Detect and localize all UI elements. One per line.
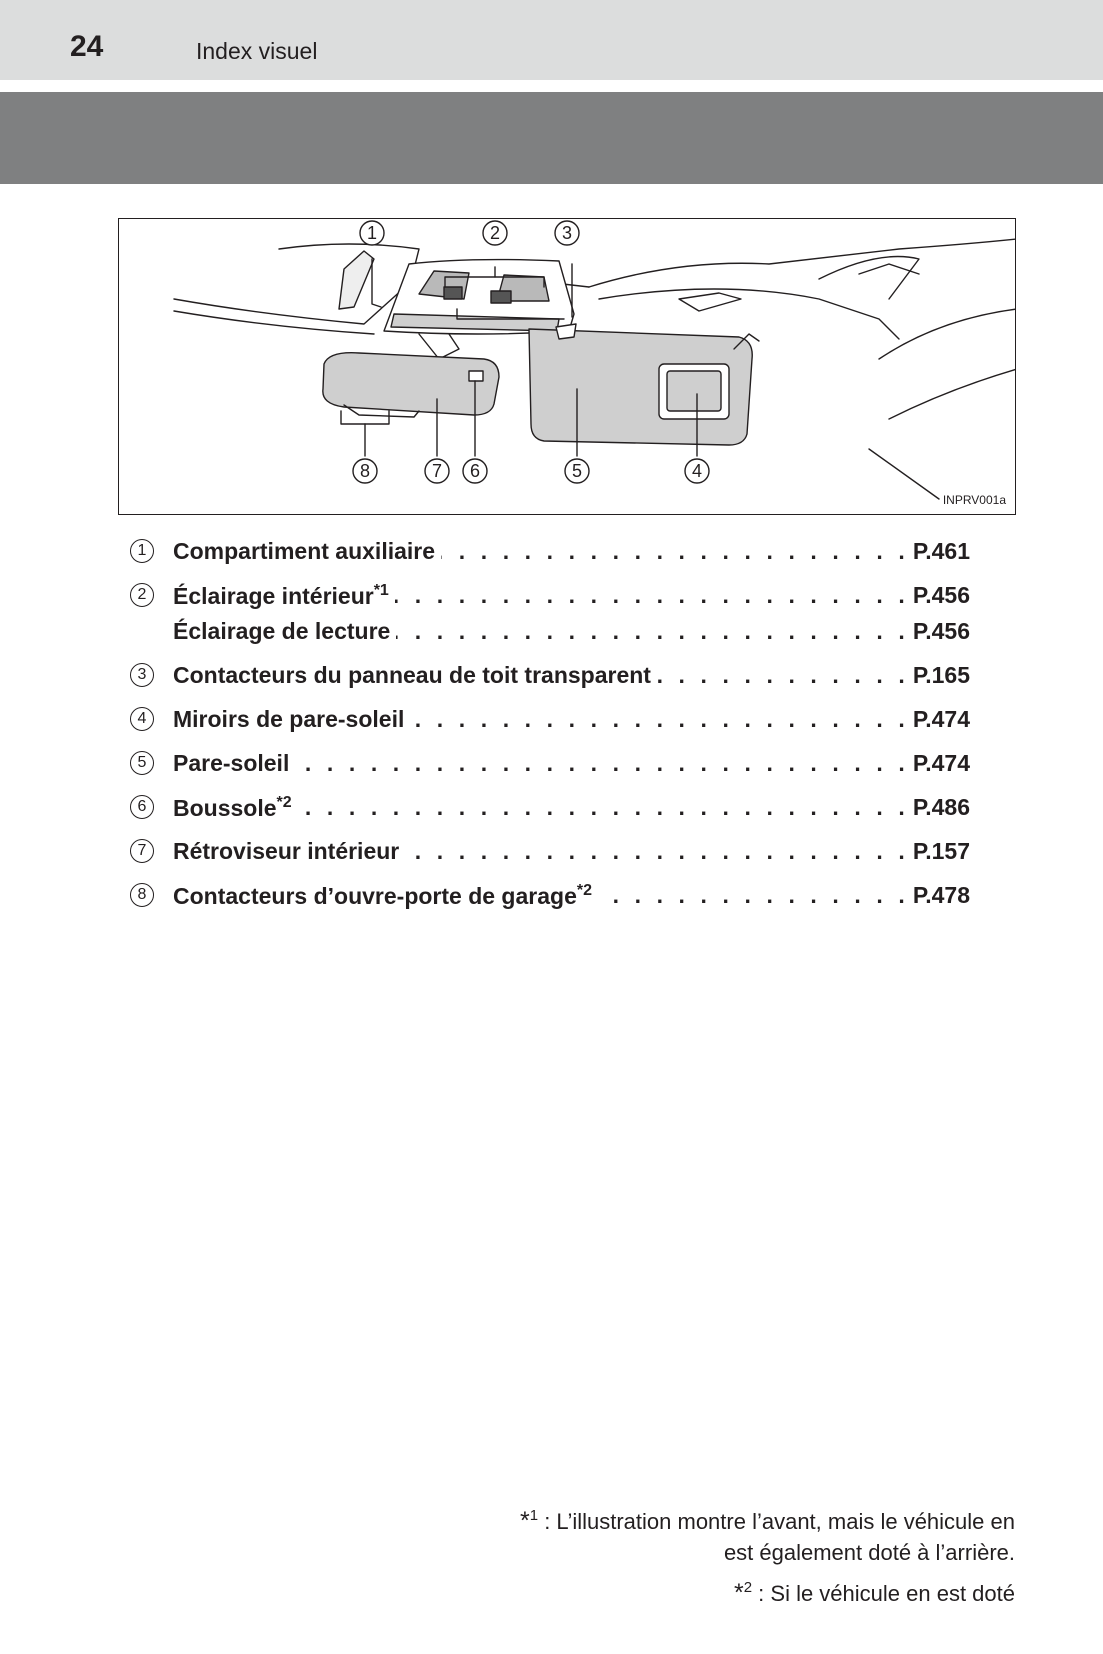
footnote-number: 1	[529, 1507, 539, 1524]
page-reference[interactable]: P.478	[912, 882, 970, 909]
page-reference[interactable]: P.456	[912, 618, 970, 645]
svg-text:5: 5	[572, 461, 582, 481]
list-item-3[interactable]: 3 . . . . . . . . . . . . . . . . . . . …	[130, 654, 970, 698]
footnote-text: : Si le véhicule en est doté	[758, 1581, 1015, 1606]
item-list: 1 . . . . . . . . . . . . . . . . . . . …	[130, 530, 970, 918]
page-reference[interactable]: P.456	[912, 582, 970, 609]
footnote-mark: *	[733, 1579, 744, 1607]
page-reference[interactable]: P.461	[912, 538, 970, 565]
item-number: 6	[130, 795, 154, 819]
footnotes: *1 : L’illustration montre l’avant, mais…	[520, 1500, 1015, 1609]
footnote-2: *2 : Si le véhicule en est doté	[520, 1572, 1015, 1609]
svg-text:3: 3	[562, 223, 572, 243]
section-title: Index visuel	[196, 38, 318, 64]
callout-6: 6	[462, 458, 488, 484]
callout-3: 3	[554, 220, 580, 246]
item-number: 7	[130, 839, 154, 863]
figure-code: INPRV001a	[942, 493, 1006, 507]
item-number: 3	[130, 663, 154, 687]
page-reference[interactable]: P.474	[912, 750, 970, 777]
svg-text:8: 8	[360, 461, 370, 481]
page-reference[interactable]: P.474	[912, 706, 970, 733]
list-item-2[interactable]: 2 . . . . . . . . . . . . . . . . . . . …	[130, 574, 970, 618]
item-number: 5	[130, 751, 154, 775]
callout-7: 7	[424, 458, 450, 484]
list-item-4[interactable]: 4 . . . . . . . . . . . . . . . . . . . …	[130, 698, 970, 742]
svg-text:4: 4	[692, 461, 702, 481]
item-label: Rétroviseur intérieur	[173, 838, 406, 865]
callout-5: 5	[564, 458, 590, 484]
callout-2: 2	[482, 220, 508, 246]
item-label: Contacteurs d’ouvre-porte de garage*2	[173, 882, 598, 910]
footnote-text: est également doté à l’arrière.	[723, 1540, 1015, 1565]
svg-text:7: 7	[432, 461, 442, 481]
list-item-5[interactable]: 5 . . . . . . . . . . . . . . . . . . . …	[130, 742, 970, 786]
footnote-ref: *2	[276, 794, 292, 811]
page-reference[interactable]: P.486	[912, 794, 970, 821]
item-label: Pare-soleil	[173, 750, 296, 777]
list-item-7[interactable]: 7 . . . . . . . . . . . . . . . . . . . …	[130, 830, 970, 874]
item-label: Éclairage intérieur*1	[173, 582, 395, 610]
item-number: 4	[130, 707, 154, 731]
item-label: Contacteurs du panneau de toit transpare…	[173, 662, 657, 689]
header-band	[0, 0, 1103, 80]
footnote-1: *1 : L’illustration montre l’avant, mais…	[520, 1500, 1015, 1568]
dot-leader: . . . . . . . . . . . . . . . . . . . . …	[173, 750, 914, 776]
list-item-2b[interactable]: . . . . . . . . . . . . . . . . . . . . …	[130, 610, 970, 654]
svg-text:1: 1	[367, 223, 377, 243]
item-number: 1	[130, 539, 154, 563]
callout-4: 4	[684, 458, 710, 484]
footnote-ref: *1	[373, 582, 389, 599]
header-divider	[0, 80, 1103, 92]
item-label: Compartiment auxiliaire	[173, 538, 442, 565]
list-item-1[interactable]: 1 . . . . . . . . . . . . . . . . . . . …	[130, 530, 970, 574]
page-reference[interactable]: P.157	[912, 838, 970, 865]
footnote-ref: *2	[576, 882, 592, 899]
footnote-number: 2	[743, 1579, 753, 1596]
item-number: 8	[130, 883, 154, 907]
item-label: Miroirs de pare-soleil	[173, 706, 411, 733]
svg-text:6: 6	[470, 461, 480, 481]
chapter-bar	[0, 92, 1103, 184]
page-reference[interactable]: P.165	[912, 662, 970, 689]
item-number: 2	[130, 583, 154, 607]
list-item-8[interactable]: 8 . . . . . . . . . . . . . . . . . . . …	[130, 874, 970, 918]
svg-text:2: 2	[490, 223, 500, 243]
callout-8: 8	[352, 458, 378, 484]
list-item-6[interactable]: 6 . . . . . . . . . . . . . . . . . . . …	[130, 786, 970, 830]
interior-illustration: 1 2 3 8 7 6 5 4 INPRV001a	[118, 218, 1016, 515]
page-number: 24	[70, 30, 104, 63]
ceiling-drawing: 1 2 3 8 7 6 5 4	[173, 220, 1015, 500]
item-label: Boussole*2	[173, 794, 298, 822]
item-label: Éclairage de lecture	[173, 618, 397, 645]
footnote-text: : L’illustration montre l’avant, mais le…	[544, 1509, 1015, 1534]
footnote-mark: *	[520, 1507, 530, 1535]
callout-1: 1	[359, 220, 385, 246]
